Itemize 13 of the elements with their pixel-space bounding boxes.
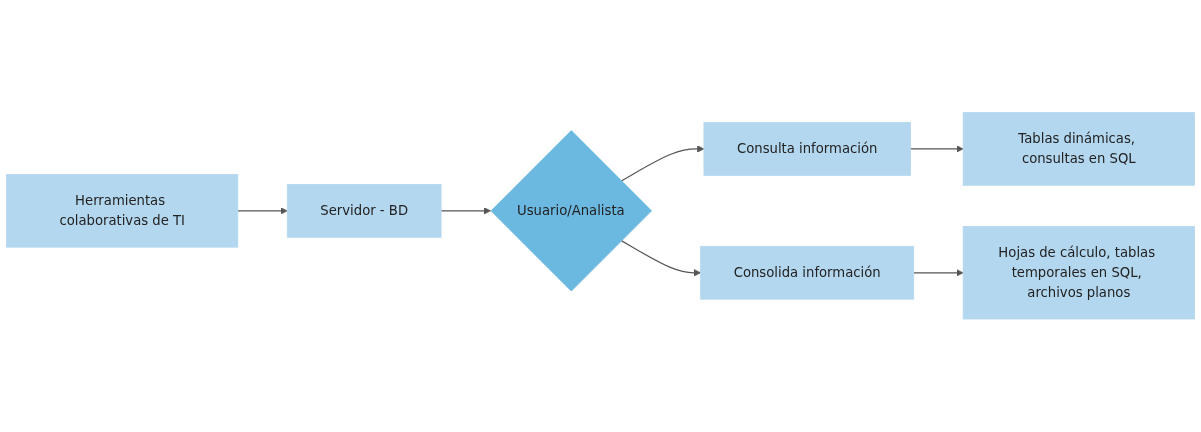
node-box: Herramientas colaborativas de TI [6,174,239,248]
arrow [913,269,964,277]
arrow [620,145,705,182]
arrow [237,207,288,215]
node-diamond: Usuario/Analista [490,130,652,292]
arrow [620,240,701,277]
node-box: Consulta información [703,122,911,176]
node-box: Hojas de cálculo, tablas temporales en SQL, archivos planos [962,226,1195,320]
node-box: Consolida información [700,246,915,300]
arrow [909,145,964,153]
node-box: Tablas dinámicas, consultas en SQL [962,112,1195,186]
arrow [440,207,491,215]
node-box: Servidor - BD [286,184,442,238]
